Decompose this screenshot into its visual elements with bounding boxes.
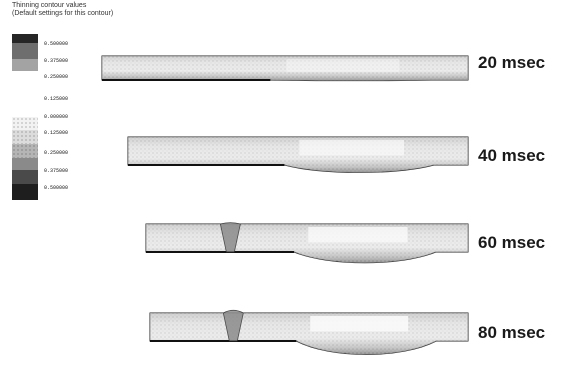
- frame-time-label: 20 msec: [478, 53, 545, 73]
- tube-frame: [102, 56, 468, 81]
- frame-time-label: 80 msec: [478, 323, 545, 343]
- frame-time-label: 40 msec: [478, 146, 545, 166]
- bulge-highlight: [308, 227, 407, 242]
- tube-frame: [146, 223, 468, 263]
- thinning-texture: [128, 137, 468, 172]
- thinning-texture: [102, 56, 468, 81]
- bulge-highlight: [299, 140, 404, 155]
- tube-frame: [150, 310, 468, 354]
- frame-time-label: 60 msec: [478, 233, 545, 253]
- bulge-highlight: [286, 59, 399, 72]
- thinning-texture: [150, 313, 468, 355]
- tube-frame: [128, 137, 468, 172]
- bulge-highlight: [310, 316, 408, 331]
- thinning-texture: [146, 224, 468, 263]
